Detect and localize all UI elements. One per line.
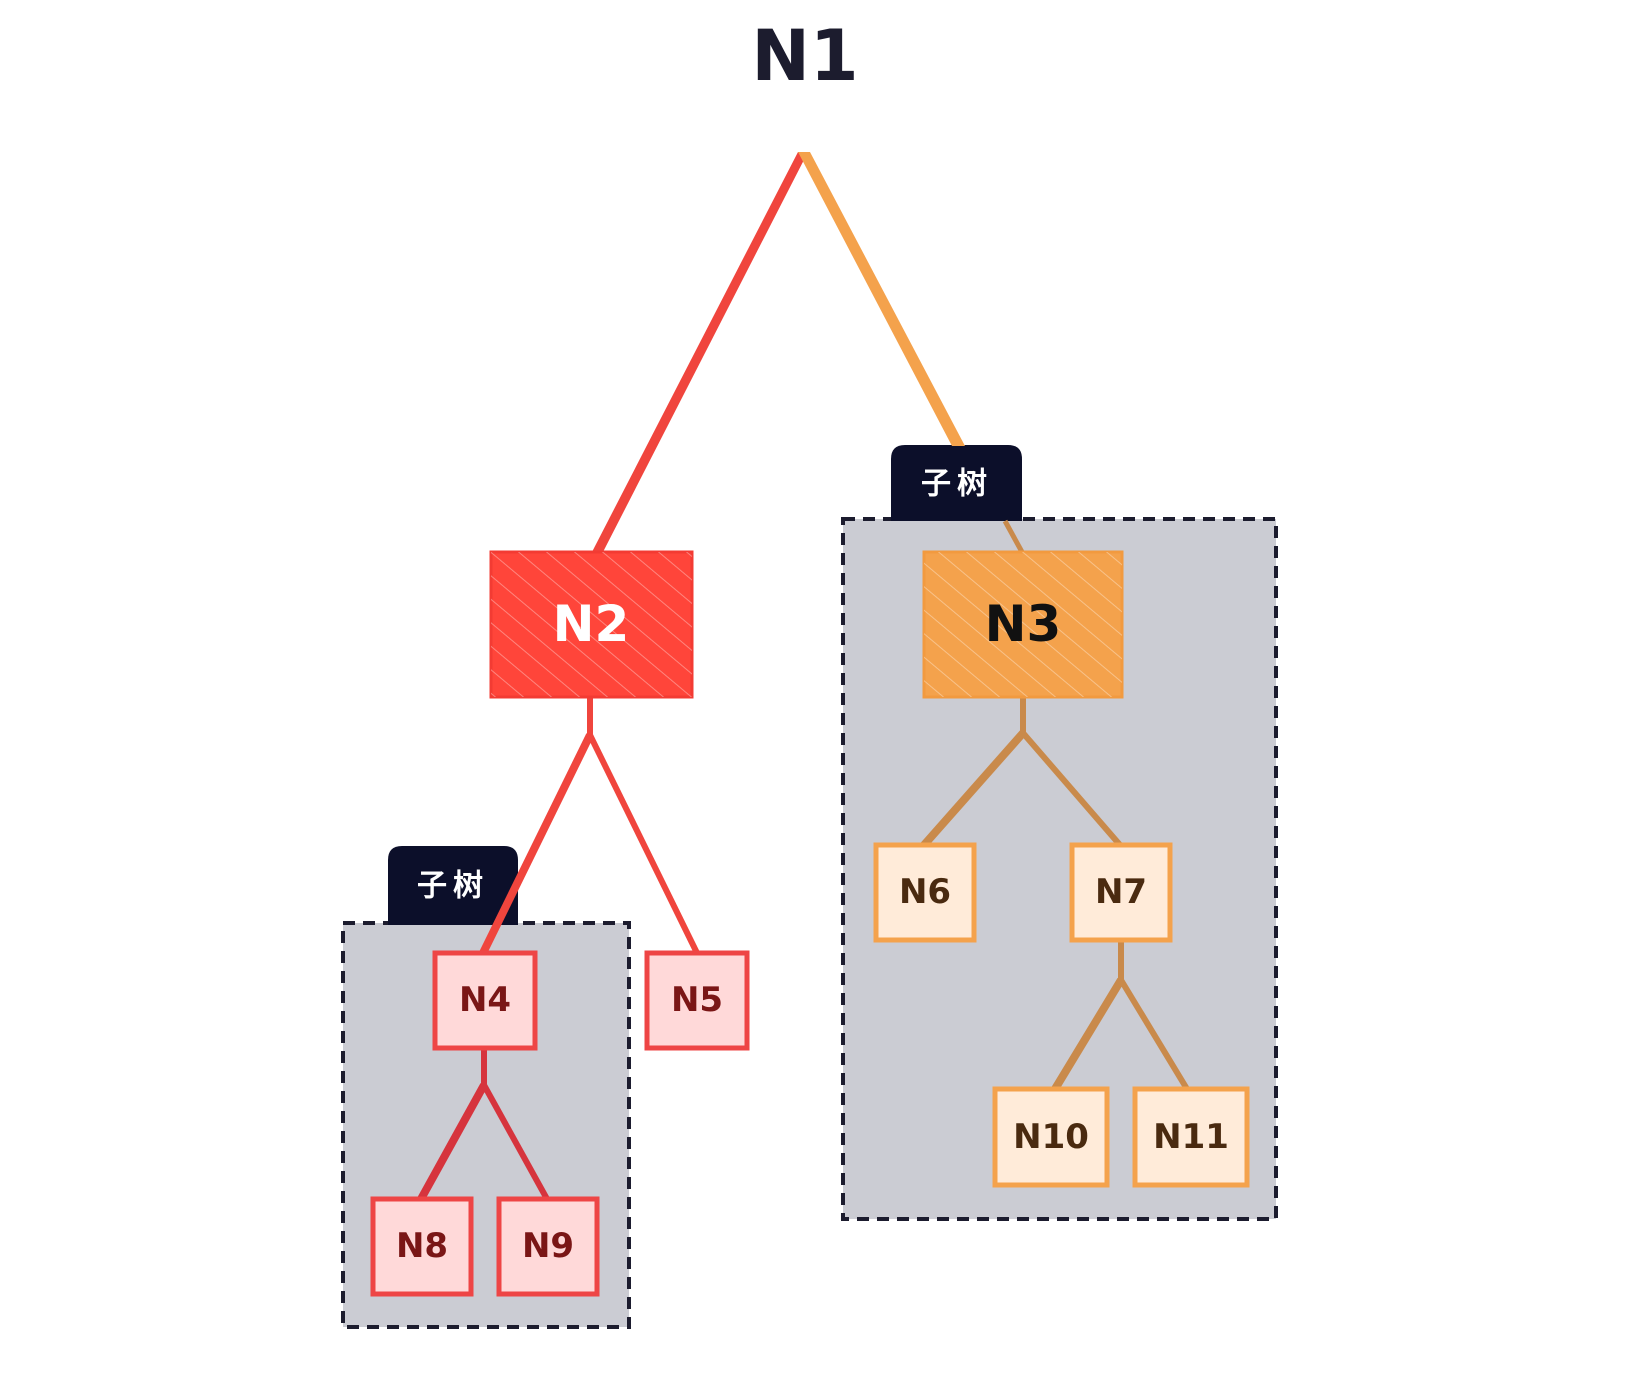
right-subtree-tab-label: 子树 [921, 467, 993, 502]
node-n8: N8 [370, 1196, 474, 1297]
node-n5-label: N5 [671, 980, 723, 1020]
right-subtree-tab: 子树 [891, 445, 1022, 521]
node-n3-label: N3 [985, 595, 1062, 653]
node-n6-label: N6 [899, 872, 951, 912]
node-n10-label: N10 [1013, 1117, 1089, 1157]
edge-n7-n11 [1118, 978, 1190, 1091]
edge-n2-n4 [479, 733, 594, 955]
node-n7-label: N7 [1095, 872, 1147, 912]
root-node-label: N1 [751, 15, 858, 97]
left-subtree-tab: 子树 [388, 846, 518, 925]
edge-n3-n6 [921, 730, 1026, 848]
edge-n1-n3-inner [1002, 519, 1025, 554]
node-n4-label: N4 [459, 980, 511, 1020]
edge-n3-n7 [1020, 731, 1123, 847]
node-n2: N2 [489, 550, 694, 699]
node-n4: N4 [432, 950, 538, 1051]
node-n9-label: N9 [522, 1226, 574, 1266]
node-n10: N10 [992, 1086, 1110, 1188]
left-subtree-tab-label: 子树 [417, 869, 489, 904]
edge-n1-n2 [592, 152, 808, 552]
node-n3: N3 [922, 550, 1124, 699]
node-n5: N5 [644, 950, 750, 1051]
edge-n1-n3 [798, 152, 965, 446]
node-n11: N11 [1132, 1086, 1250, 1188]
edge-n2-n5 [587, 733, 700, 955]
node-n6: N6 [873, 842, 977, 943]
node-n8-label: N8 [396, 1226, 448, 1266]
node-n11-label: N11 [1153, 1117, 1229, 1157]
edge-n4-n8 [417, 1083, 488, 1201]
edge-n4-n9 [481, 1083, 550, 1201]
node-n7: N7 [1069, 842, 1173, 943]
node-n2-label: N2 [553, 595, 630, 653]
edge-n7-n10 [1051, 977, 1125, 1092]
node-n9: N9 [496, 1196, 600, 1297]
